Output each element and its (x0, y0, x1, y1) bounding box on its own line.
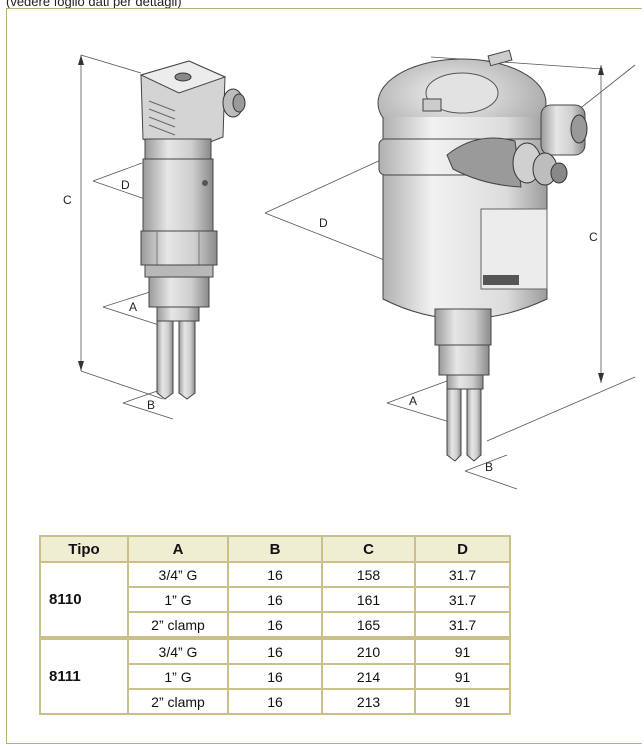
table-header-row: Tipo A B C D (39, 535, 511, 563)
cell-c: 210 (321, 636, 416, 665)
technical-drawing: C D A B (63, 49, 636, 490)
cell-c: 214 (321, 663, 416, 690)
cell-d: 31.7 (414, 586, 511, 613)
cell-c: 161 (321, 586, 416, 613)
table-row: 1” G 16 161 31.7 (40, 586, 511, 613)
header-b: B (227, 535, 323, 563)
dim-d-right: D (319, 216, 328, 230)
header-d: D (414, 535, 511, 563)
dim-c-right: C (589, 230, 598, 244)
cell-a: 3/4” G (127, 636, 229, 665)
cell-a: 2” clamp (127, 688, 229, 715)
cell-b: 16 (227, 611, 323, 639)
table-row: 2” clamp 16 213 91 (40, 688, 511, 715)
dim-b-left: B (147, 398, 155, 412)
dim-c-left: C (63, 193, 72, 207)
dim-a-left: A (129, 300, 137, 314)
cell-b: 16 (227, 561, 323, 588)
cell-b: 16 (227, 663, 323, 690)
table-row: 8110 3/4” G 16 158 31.7 (39, 561, 511, 639)
cell-a: 3/4” G (127, 561, 229, 588)
dimension-panel: C D A B (6, 8, 642, 744)
table-row: 8111 3/4” G 16 210 91 (39, 636, 511, 715)
dim-a-right: A (409, 394, 417, 408)
dim-b-right: B (485, 460, 493, 474)
header-a: A (127, 535, 229, 563)
cell-d: 31.7 (414, 611, 511, 639)
header-tipo: Tipo (39, 535, 129, 563)
cell-c: 165 (321, 611, 416, 639)
tipo-cell: 8110 (39, 561, 129, 639)
cell-d: 31.7 (414, 561, 511, 588)
cell-b: 16 (227, 586, 323, 613)
tipo-cell: 8111 (39, 636, 129, 715)
cell-a: 1” G (127, 663, 229, 690)
cell-b: 16 (227, 688, 323, 715)
table-row: 2” clamp 16 165 31.7 (40, 611, 511, 639)
dimensions-table: Tipo A B C D 8110 3/4” G 16 158 31.7 1” … (39, 535, 511, 715)
cell-a: 1” G (127, 586, 229, 613)
cell-c: 158 (321, 561, 416, 588)
cell-d: 91 (414, 688, 511, 715)
device-8111: C D A B (264, 49, 636, 490)
table-row: 1” G 16 214 91 (40, 663, 511, 690)
header-c: C (321, 535, 416, 563)
cell-c: 213 (321, 688, 416, 715)
cell-d: 91 (414, 663, 511, 690)
device-8110: C D A B (63, 54, 246, 420)
cell-b: 16 (227, 636, 323, 665)
cell-d: 91 (414, 636, 511, 665)
header-note: (vedere foglio dati per dettagli) (6, 0, 182, 9)
cell-a: 2” clamp (127, 611, 229, 639)
dim-d-left: D (121, 178, 130, 192)
